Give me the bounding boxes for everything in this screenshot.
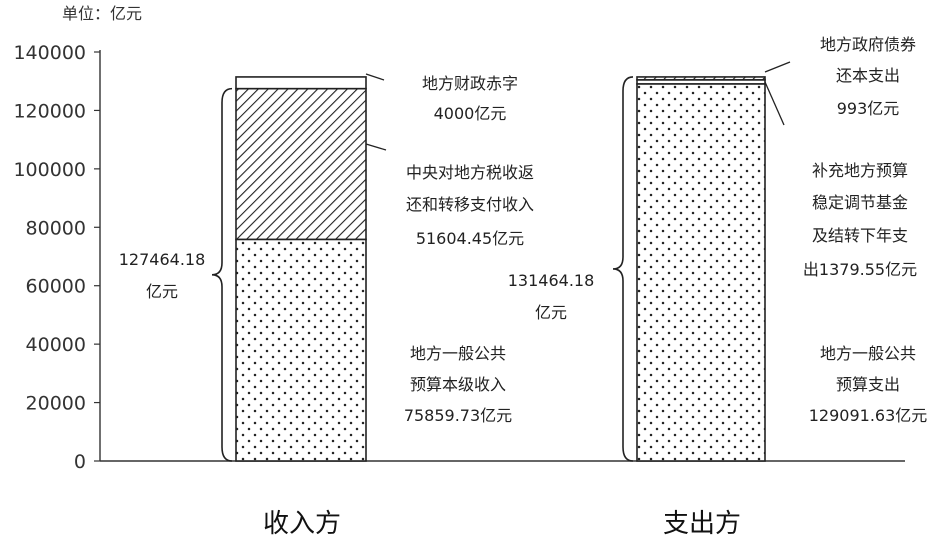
segment-label: 地方一般公共 [410, 344, 506, 363]
category-labels: 收入方 支出方 [263, 509, 741, 539]
segment-label: 993亿元 [837, 99, 900, 118]
y-tick-label: 100000 [13, 159, 86, 181]
segment-label: 稳定调节基金 [812, 193, 908, 212]
y-axis: 0 20000 40000 60000 80000 100000 120000 140000 [13, 42, 905, 473]
segment-label: 75859.73亿元 [404, 406, 512, 425]
y-tick-label: 140000 [13, 42, 86, 64]
total-label: 131464.18 [508, 271, 595, 290]
total-brace [211, 87, 233, 462]
bar-segment [235, 76, 367, 90]
leader-line [365, 143, 387, 151]
total-brace [612, 76, 634, 462]
annotations: 地方一般公共预算本级收入75859.73亿元中央对地方税收返还和转移支付收入51… [119, 35, 928, 462]
segment-label: 地方政府债券 [820, 35, 916, 54]
category-label: 支出方 [663, 509, 741, 539]
leader-line [764, 61, 791, 73]
segment-label: 地方一般公共 [820, 344, 916, 363]
bar-segment [235, 238, 367, 462]
segment-label: 预算支出 [836, 375, 900, 394]
segment-label: 地方财政赤字 [422, 74, 518, 93]
y-tick-label: 80000 [26, 217, 86, 239]
unit-label: 单位：亿元 [62, 4, 142, 23]
category-label: 收入方 [263, 509, 341, 539]
segment-label: 129091.63亿元 [809, 406, 928, 425]
y-tick-label: 120000 [13, 100, 86, 122]
segment-label: 4000亿元 [434, 104, 507, 123]
segment-label: 中央对地方税收返 [406, 163, 534, 182]
segment-label: 补充地方预算 [812, 161, 908, 180]
leader-line [764, 81, 785, 126]
segment-label: 出1379.55亿元 [803, 260, 917, 279]
total-label: 亿元 [146, 282, 178, 301]
segment-label: 及结转下年支 [812, 226, 908, 245]
segment-label: 51604.45亿元 [416, 229, 524, 248]
segment-label: 还本支出 [836, 66, 900, 85]
y-tick-label: 40000 [26, 334, 86, 356]
total-label: 127464.18 [119, 250, 206, 269]
total-label: 亿元 [535, 303, 567, 322]
segment-label: 预算本级收入 [410, 375, 506, 394]
bar-segment [636, 76, 766, 81]
y-tick-label: 0 [74, 451, 86, 473]
y-tick-label: 60000 [26, 276, 86, 298]
segment-label: 还和转移支付收入 [406, 195, 534, 214]
leader-line [365, 73, 385, 81]
bars [235, 76, 766, 462]
bar-segment [235, 87, 367, 241]
bar-segment [636, 83, 766, 462]
y-tick-label: 20000 [26, 393, 86, 415]
